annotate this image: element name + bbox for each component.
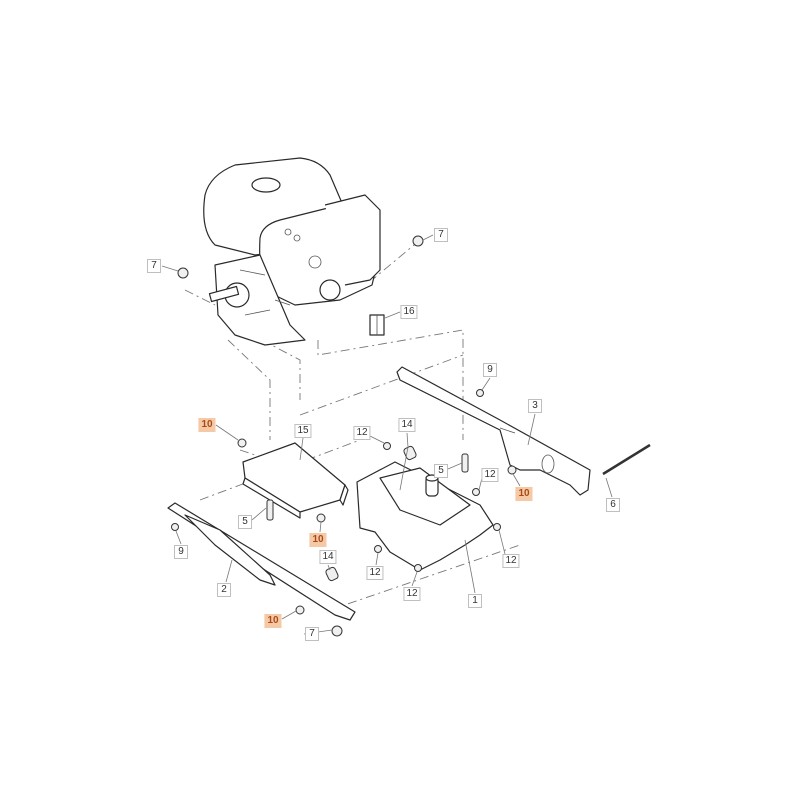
callout-16: 16: [400, 305, 418, 319]
callout-12: 12: [481, 468, 499, 482]
callout-14: 14: [319, 550, 337, 564]
nut-7b: [412, 235, 424, 247]
grommet-14b: [325, 566, 339, 582]
callout-14: 14: [398, 418, 416, 432]
part-1-housing: [356, 461, 494, 571]
callout-12: 12: [403, 587, 421, 601]
callout-5: 5: [238, 515, 252, 529]
bolt-5a: [266, 499, 274, 521]
nut-10b: [316, 513, 326, 523]
callout-7: 7: [147, 259, 161, 273]
callout-12: 12: [353, 426, 371, 440]
part-6-rod: [602, 443, 651, 476]
callout-6: 6: [606, 498, 620, 512]
engine: [203, 157, 381, 346]
callout-7: 7: [434, 228, 448, 242]
callout-10-highlighted: 10: [198, 418, 216, 432]
nut-10a: [237, 438, 247, 448]
callout-10-highlighted: 10: [515, 487, 533, 501]
callout-2: 2: [217, 583, 231, 597]
callout-12: 12: [502, 554, 520, 568]
part-16-clip: [369, 314, 385, 336]
nut-10d: [295, 605, 305, 615]
nut-7c: [331, 625, 343, 637]
hardware-fasteners: [171, 235, 517, 637]
callout-5: 5: [434, 464, 448, 478]
nut-10c: [507, 465, 517, 475]
callout-3: 3: [528, 399, 542, 413]
callout-10-highlighted: 10: [264, 614, 282, 628]
callout-9: 9: [174, 545, 188, 559]
callout-9: 9: [483, 363, 497, 377]
callout-12: 12: [366, 566, 384, 580]
callout-10-highlighted: 10: [309, 533, 327, 547]
part-2-rail: [167, 502, 356, 621]
part-3-arm: [396, 366, 591, 496]
bolt-5b: [461, 453, 469, 473]
callout-15: 15: [294, 424, 312, 438]
nut-7a: [177, 267, 189, 279]
grommet-14a: [403, 445, 417, 461]
callout-1: 1: [468, 594, 482, 608]
callout-7: 7: [305, 627, 319, 641]
part-15-plate: [242, 442, 349, 519]
